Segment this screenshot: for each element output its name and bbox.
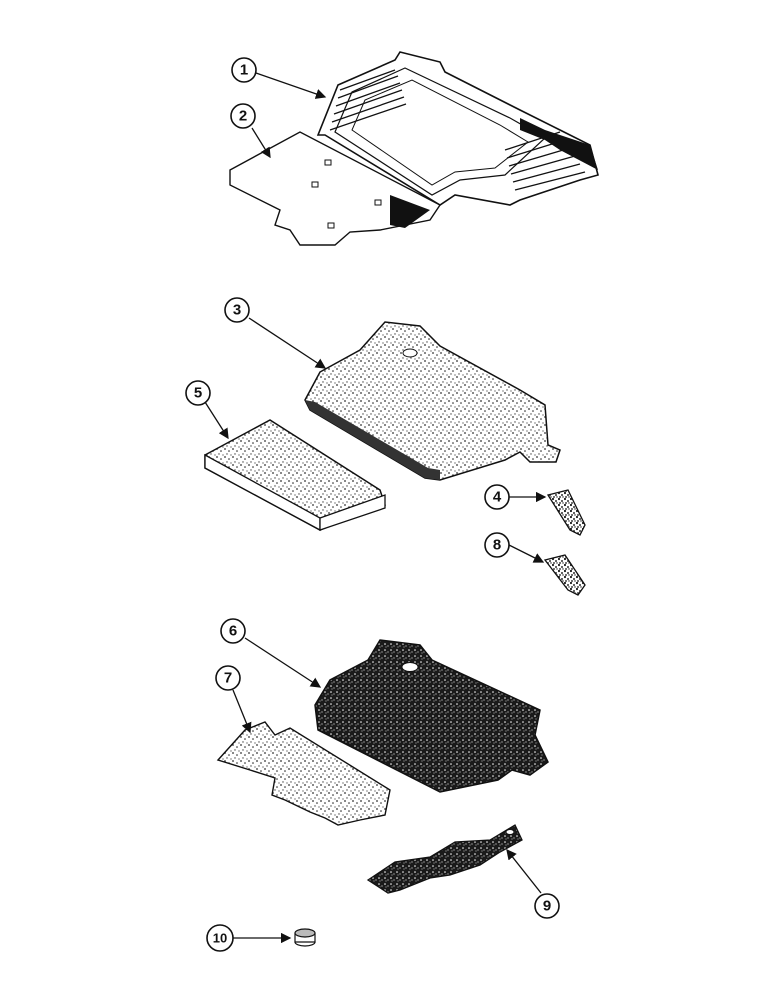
callout-6: 6 bbox=[220, 618, 246, 644]
leader-3 bbox=[248, 317, 327, 369]
callout-7: 7 bbox=[215, 665, 241, 691]
part-7-sheet bbox=[216, 721, 391, 826]
part-8-strip bbox=[543, 554, 586, 596]
callout-6-label: 6 bbox=[229, 623, 237, 640]
callout-3: 3 bbox=[224, 297, 250, 323]
callout-1: 1 bbox=[231, 57, 257, 83]
leader-9 bbox=[506, 848, 542, 894]
leader-1 bbox=[255, 72, 327, 99]
part-9-mat bbox=[366, 824, 523, 894]
callout-8: 8 bbox=[484, 532, 510, 558]
callout-5: 5 bbox=[185, 380, 211, 406]
part-5-pad bbox=[204, 419, 386, 532]
leader-lines bbox=[204, 72, 547, 944]
part-2-sheet bbox=[229, 131, 442, 246]
callout-4-label: 4 bbox=[493, 489, 502, 506]
callout-5-label: 5 bbox=[194, 385, 202, 402]
leader-5 bbox=[204, 401, 229, 440]
part-4-strip bbox=[546, 489, 586, 536]
callout-8-label: 8 bbox=[493, 537, 501, 554]
callout-7-label: 7 bbox=[224, 670, 232, 687]
leader-6 bbox=[244, 637, 322, 688]
callout-10-label: 10 bbox=[213, 931, 227, 946]
part-6-mat bbox=[314, 639, 549, 793]
part-3-mat bbox=[304, 321, 561, 481]
leader-2 bbox=[251, 127, 271, 159]
part-1-floor-mat bbox=[316, 51, 599, 206]
leader-7 bbox=[232, 689, 252, 734]
callout-9: 9 bbox=[534, 893, 560, 919]
leader-8 bbox=[508, 544, 545, 563]
callout-9-label: 9 bbox=[543, 898, 551, 915]
callout-2: 2 bbox=[230, 103, 256, 129]
callout-10: 10 bbox=[206, 924, 234, 952]
callout-2-label: 2 bbox=[239, 108, 247, 125]
callout-4: 4 bbox=[484, 484, 510, 510]
callout-3-label: 3 bbox=[233, 302, 241, 319]
callout-1-label: 1 bbox=[240, 62, 248, 79]
part-10-grommet bbox=[294, 928, 316, 947]
